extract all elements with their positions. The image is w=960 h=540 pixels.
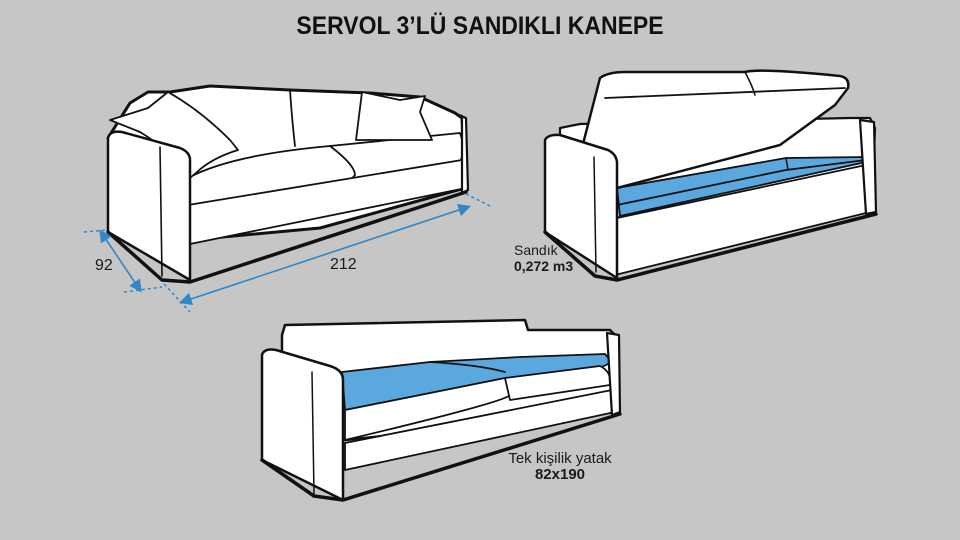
bed-size-value: 82x190 bbox=[534, 466, 586, 483]
width-dimension-label: 212 bbox=[330, 256, 357, 273]
depth-dimension-label: 92 bbox=[95, 257, 113, 274]
storage-volume-value: 0,272 m3 bbox=[514, 258, 574, 274]
sofa-dimensions-view bbox=[106, 84, 470, 284]
dimension-lines bbox=[83, 193, 491, 313]
storage-label: Sandık bbox=[514, 242, 558, 258]
page-title: SERVOL 3’LÜ SANDIKLI KANEPE bbox=[296, 12, 664, 40]
sofa-bed-view bbox=[260, 318, 622, 502]
sofa-storage-view bbox=[543, 69, 878, 282]
bed-label: Tek kişilik yatak bbox=[508, 450, 612, 467]
